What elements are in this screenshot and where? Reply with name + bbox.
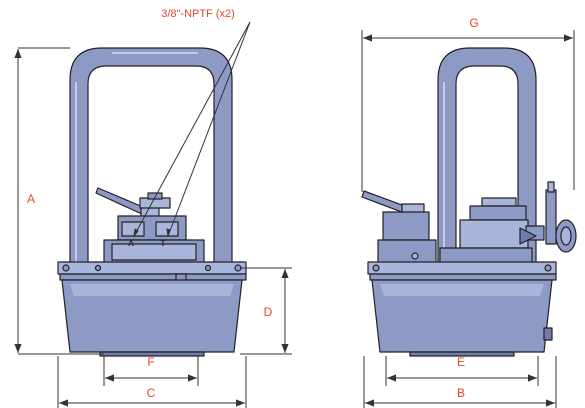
side-reservoir-lid — [367, 261, 557, 281]
side-reservoir-tank — [371, 279, 553, 357]
valve-port-t-label: T — [161, 239, 166, 248]
dim-g-label: G — [469, 16, 478, 30]
dim-d-label: D — [264, 305, 273, 319]
dim-b-label: B — [457, 386, 465, 400]
dim-a-label: A — [27, 192, 35, 206]
side-view-pump — [361, 47, 577, 357]
dimension-lines — [14, 21, 575, 408]
side-motor-unit — [439, 181, 577, 265]
port-note-label: 3/8"-NPTF (x2) — [161, 8, 235, 20]
side-control-lever — [361, 190, 425, 215]
front-valve-block — [103, 192, 205, 265]
side-valve-block — [377, 211, 437, 267]
dim-e-label: E — [457, 355, 465, 369]
dim-c-label: C — [147, 386, 156, 400]
front-reservoir-tank — [61, 279, 243, 357]
port-callout-leaders — [133, 21, 251, 238]
valve-port-a-label: A — [128, 239, 134, 248]
dimension-labels: 3/8"-NPTF (x2) A D F C G E B — [27, 8, 479, 400]
dim-f-label: F — [147, 355, 154, 369]
front-view-pump: A T — [57, 47, 247, 357]
front-reservoir-lid — [57, 261, 247, 287]
